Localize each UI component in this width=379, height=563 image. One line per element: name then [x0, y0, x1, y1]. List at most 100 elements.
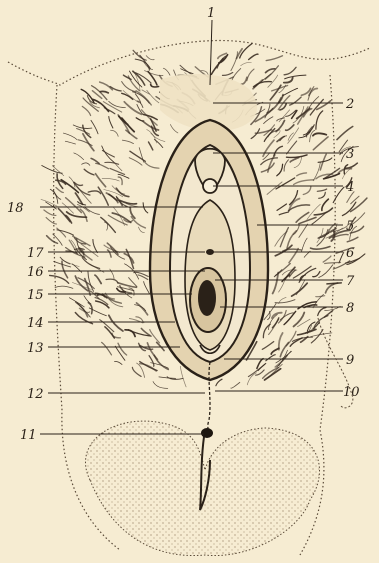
hair-stroke	[318, 308, 326, 316]
hair-stroke	[46, 218, 56, 225]
label-2: 2	[345, 97, 354, 112]
hair-stroke	[223, 73, 233, 76]
label-14: 14	[27, 316, 44, 331]
hair-stroke	[102, 179, 119, 181]
label-5: 5	[346, 219, 354, 234]
hair-stroke	[339, 253, 344, 264]
hair-stroke	[149, 356, 154, 367]
hair-stroke	[137, 363, 145, 377]
hair-stroke	[96, 174, 106, 187]
hair-stroke	[282, 275, 289, 282]
hair-stroke	[319, 192, 326, 198]
hair-stroke	[132, 367, 141, 376]
hair-stroke	[267, 182, 282, 194]
hair-stroke	[44, 210, 56, 215]
hair-stroke	[116, 188, 129, 196]
hair-stroke	[91, 120, 98, 133]
hair-stroke	[93, 99, 109, 111]
label-12: 12	[27, 387, 44, 402]
hair-stroke	[136, 118, 144, 121]
hair-stroke	[112, 213, 131, 223]
hair-stroke	[170, 125, 178, 133]
hair-stroke	[62, 203, 73, 213]
label-4: 4	[345, 180, 354, 195]
hair-stroke	[98, 187, 108, 205]
hair-stroke	[279, 333, 283, 350]
hair-stroke	[147, 130, 157, 144]
label-16: 16	[27, 265, 44, 280]
hair-stroke	[65, 141, 75, 144]
hair-stroke	[100, 82, 113, 90]
hair-stroke	[50, 275, 69, 283]
hair-stroke	[55, 286, 73, 288]
hair-stroke	[84, 169, 94, 175]
hair-stroke	[276, 178, 295, 189]
label-3: 3	[346, 147, 354, 162]
label-17: 17	[27, 246, 44, 261]
label-7: 7	[346, 274, 355, 289]
hair-stroke	[337, 127, 353, 140]
hair-stroke	[346, 163, 358, 168]
hair-stroke	[294, 313, 305, 327]
hair-stroke	[262, 342, 273, 350]
hair-stroke	[57, 228, 66, 237]
label-6: 6	[346, 246, 354, 261]
hair-stroke	[316, 111, 323, 129]
hair-stroke	[266, 56, 282, 61]
label-1: 1	[207, 6, 215, 21]
hair-stroke	[276, 351, 292, 363]
hair-stroke	[122, 82, 136, 92]
hair-stroke	[126, 130, 137, 138]
hair-stroke	[271, 348, 279, 354]
hair-stroke	[311, 247, 331, 250]
hair-stroke	[272, 313, 282, 318]
hair-stroke	[319, 265, 333, 278]
hair-stroke	[88, 191, 100, 194]
hair-stroke	[286, 125, 294, 130]
hair-stroke	[231, 52, 238, 71]
hair-stroke	[84, 296, 91, 304]
label-15: 15	[27, 288, 44, 303]
hair-stroke	[101, 217, 116, 232]
hair-stroke	[130, 151, 145, 161]
hair-stroke	[143, 121, 159, 130]
hair-stroke	[284, 67, 296, 75]
hair-stroke	[317, 189, 326, 191]
hair-stroke	[313, 137, 328, 150]
hair-stroke	[269, 320, 279, 335]
hair-stroke	[153, 382, 168, 389]
hair-stroke	[284, 160, 288, 171]
hair-stroke	[129, 278, 137, 287]
hair-stroke	[241, 62, 252, 65]
hair-stroke	[325, 262, 341, 263]
hair-stroke	[163, 68, 170, 75]
hair-stroke	[314, 208, 332, 215]
hair-stroke	[63, 133, 77, 139]
hair-stroke	[41, 199, 57, 206]
hair-stroke	[62, 261, 68, 278]
hair-stroke	[247, 69, 254, 81]
hair-stroke	[122, 140, 133, 143]
hair-stroke	[110, 168, 125, 174]
hair-stroke	[282, 88, 297, 96]
hair-stroke	[93, 240, 98, 253]
hair-stroke	[82, 106, 90, 115]
label-8: 8	[346, 301, 354, 316]
hair-stroke	[316, 296, 325, 297]
hair-stroke	[333, 187, 344, 203]
anus	[201, 428, 213, 438]
hair-stroke	[297, 173, 307, 176]
hair-stroke	[102, 342, 112, 355]
hair-stroke	[91, 158, 99, 163]
hair-stroke	[157, 342, 165, 350]
hair-stroke	[287, 155, 308, 158]
hair-stroke	[69, 298, 84, 307]
hair-stroke	[277, 204, 287, 210]
hair-stroke	[146, 56, 154, 60]
hair-stroke	[249, 54, 258, 59]
hair-stroke	[290, 158, 298, 162]
hair-stroke	[232, 69, 241, 81]
hair-stroke	[302, 238, 308, 251]
hair-stroke	[95, 275, 101, 283]
